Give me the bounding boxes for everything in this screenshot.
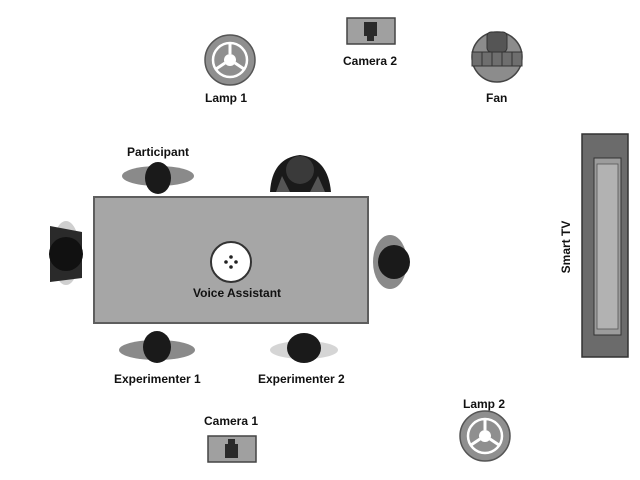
camera-1-label: Camera 1 bbox=[204, 414, 259, 428]
experimenter-2-label: Experimenter 2 bbox=[258, 372, 345, 386]
person-right-icon bbox=[373, 235, 410, 289]
person-top-icon bbox=[270, 155, 331, 192]
camera-2-label: Camera 2 bbox=[343, 54, 398, 68]
lamp-2-icon bbox=[459, 410, 511, 462]
voice-assistant-label: Voice Assistant bbox=[193, 286, 282, 300]
lamp-1-icon bbox=[204, 34, 256, 86]
camera-2-icon bbox=[346, 17, 396, 45]
experimenter-1-label: Experimenter 1 bbox=[114, 372, 201, 386]
fan-icon bbox=[471, 31, 523, 83]
participant-person-icon bbox=[122, 162, 194, 194]
fan-label: Fan bbox=[486, 91, 508, 105]
lamp-1-label: Lamp 1 bbox=[205, 91, 248, 105]
camera-1-icon bbox=[207, 435, 257, 463]
participant-label: Participant bbox=[127, 145, 190, 159]
experimenter-1-person-icon bbox=[119, 331, 195, 363]
smart-tv-label: Smart TV bbox=[559, 220, 573, 274]
smart-tv-icon bbox=[581, 133, 629, 358]
smart-speaker-icon bbox=[210, 241, 252, 283]
lamp-2-label: Lamp 2 bbox=[463, 397, 506, 411]
person-left-icon bbox=[49, 221, 83, 285]
experimenter-2-person-icon bbox=[270, 333, 338, 363]
